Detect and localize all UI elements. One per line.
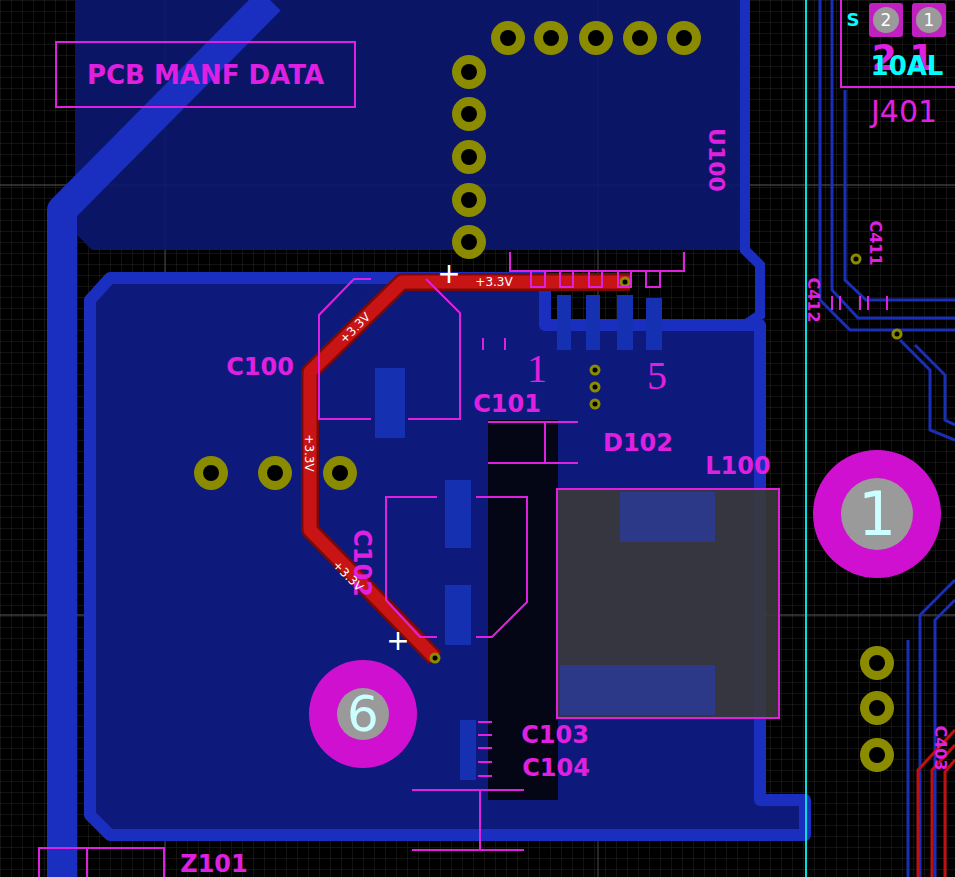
layer-marker: S [847,11,860,29]
part-designator: C403 [932,725,948,770]
vias [431,255,901,662]
marker-number: 1 [841,478,913,550]
manufacturing-data-box: PCB MANF DATA [55,41,356,108]
marker-number: 1 [916,7,942,33]
board-edge [806,0,807,877]
net-name: +3.3V [475,276,512,288]
part-designator: J401 [871,97,937,127]
part-designator: L100 [705,454,770,478]
marker-number: 6 [337,688,389,740]
part-designator: C101 [473,392,541,416]
part-designator: C103 [521,723,589,747]
pin-number: 1 [527,349,547,389]
fiducial-marker: 1 [813,450,941,578]
part-designator: C104 [522,756,590,780]
fiducial-marker: 6 [309,660,417,768]
part-designator: C100 [226,355,294,379]
layer-badge: 2 [869,3,903,37]
overlapping-text: 10AL [871,53,944,79]
polarity-mark: + [437,260,460,288]
silkscreen [39,0,955,877]
part-designator: C411 [867,220,883,265]
power-trace [310,282,630,658]
right-traces [820,0,955,877]
box-title: PCB MANF DATA [87,62,324,88]
part-designator: D102 [603,431,673,455]
net-name: +3.3V [303,434,315,471]
layer-badge: 1 [912,3,946,37]
polarity-mark: + [386,627,409,655]
pin-number: 5 [647,356,667,396]
pad-holes [203,30,885,763]
part-designator: C412 [805,277,821,322]
marker-number: 2 [873,7,899,33]
through-hole-pads [194,21,894,772]
copper-pour [62,0,805,877]
part-designator: U100 [705,128,727,192]
part-designator: Z101 [180,852,248,876]
